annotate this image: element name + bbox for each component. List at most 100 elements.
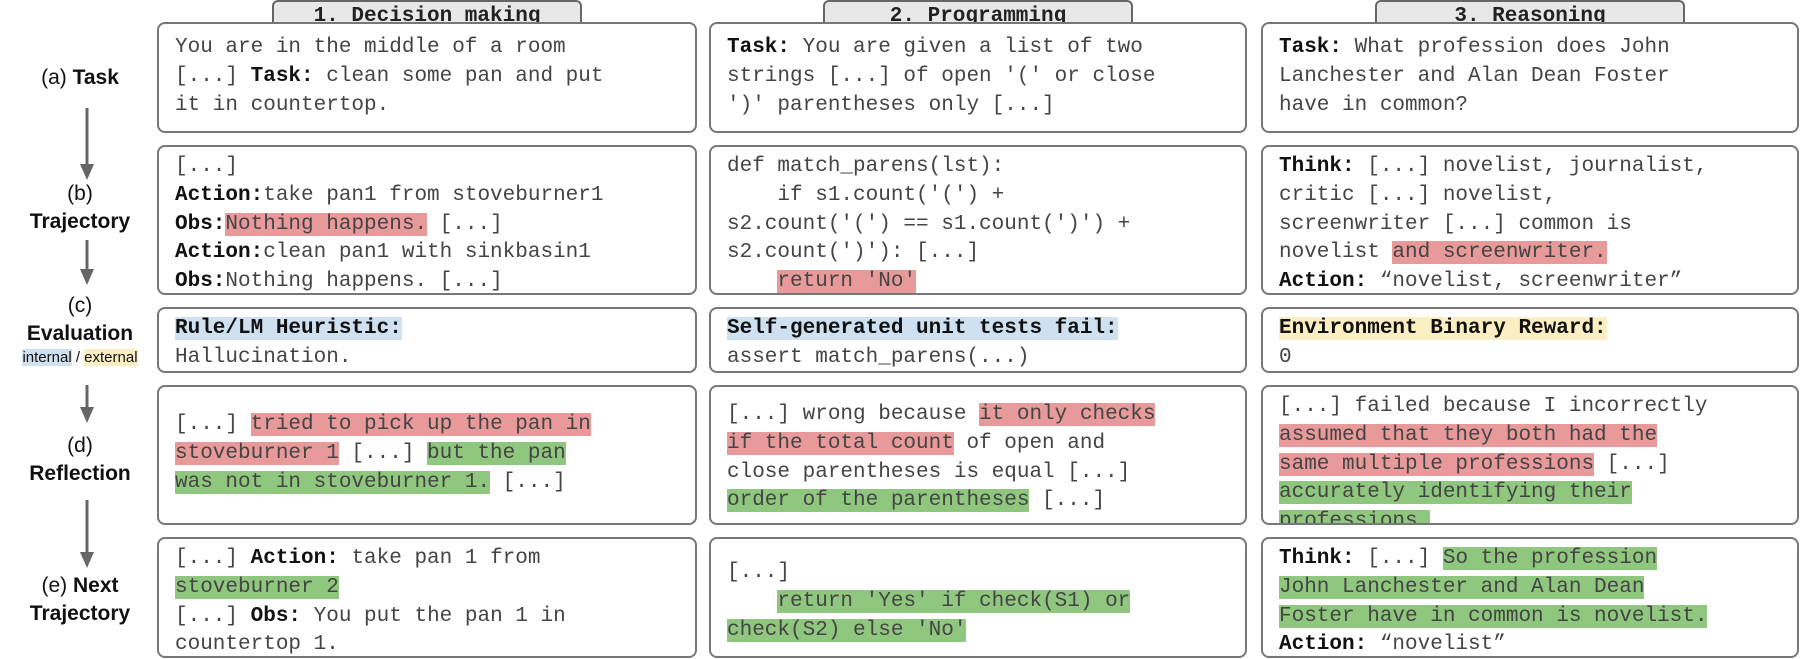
task-box-decision-making: You are in the middle of a room [...] Ta… [157,22,697,133]
error-highlight: it only checks [979,403,1156,426]
arrow-evaluation-to-reflection [80,385,94,423]
task-box-reasoning: Task: What profession does John Lanchest… [1261,22,1799,133]
trajectory-text: “novelist, screenwriter” [1367,270,1683,294]
reflection-text: [...] [1594,452,1670,476]
task-keyword: Task: [1279,36,1343,59]
trajectory-text: Nothing happens. [...] [225,270,503,294]
error-highlight: if the total count [727,431,954,455]
row-label-reflection: (d) Reflection [0,432,160,488]
next-box-reasoning: Think: [...] So the profession John Lanc… [1261,537,1799,658]
row-label-evaluation-name: Evaluation [26,322,134,345]
row-label-trajectory-name: Trajectory [29,210,131,233]
obs-keyword: Obs: [250,604,302,628]
row-label-trajectory: (b) Trajectory [0,180,160,236]
fix-highlight: Foster have in common is novelist. [1279,604,1708,628]
row-label-next-name-2: Trajectory [29,602,131,625]
row-label-trajectory-prefix: (b) [67,182,93,205]
trajectory-text: critic [...] novelist, [1279,183,1557,207]
action-keyword: Action: [250,547,339,570]
fix-highlight: order of the parentheses [727,489,1030,513]
trajectory-box-decision-making: [...] Action:take pan1 from stoveburner1… [157,145,697,295]
next-text: [...] [1354,547,1443,570]
fix-highlight: but the pan [427,441,566,465]
internal-legend: internal [22,349,72,366]
error-highlight: Nothing happens. [225,212,428,236]
arrow-task-to-trajectory [80,108,94,180]
row-label-task-prefix: (a) [41,66,73,89]
next-text: [...] [175,547,251,570]
next-text: You put the pan 1 in [301,604,566,628]
task-keyword: Task: [727,36,791,59]
code-line: [...] [727,561,791,584]
fix-highlight: stoveburner 2 [175,575,339,599]
row-label-evaluation-prefix: (c) [67,294,93,317]
evaluation-value: Hallucination. [175,345,352,369]
fix-highlight: was not in stoveburner 1. [175,470,491,494]
action-keyword: Action: [175,183,264,207]
legend-separator: / [71,349,85,366]
fix-highlight: John Lanchester and Alan Dean [1279,575,1645,599]
trajectory-text: clean pan1 with sinkbasin1 [263,241,591,265]
trajectory-text: screenwriter [...] common is [1279,212,1632,236]
reflection-text: [...] [490,470,566,494]
evaluation-box-programming: Self-generated unit tests fail: assert m… [709,307,1247,373]
row-label-next-trajectory: (e) Next Trajectory [0,572,160,628]
row-label-reflection-name: Reflection [29,462,131,485]
error-highlight: stoveburner 1 [175,441,339,465]
reflection-text: [...] [338,441,428,465]
obs-keyword: Obs: [175,270,226,294]
fix-highlight: return 'Yes' if check(S1) or [777,589,1131,613]
error-highlight: return 'No' [777,270,917,294]
trajectory-text: [...] novelist, journalist, [1354,155,1708,178]
next-text: [...] [175,604,251,628]
task-text: Lanchester and Alan Dean Foster [1279,64,1670,88]
fix-highlight: accurately identifying their [1279,481,1632,505]
task-keyword: Task: [250,64,314,88]
arrow-trajectory-to-evaluation [80,240,94,285]
next-text: countertop 1. [175,633,339,657]
reflection-text: [...] [175,413,251,436]
task-box-programming: Task: You are given a list of two string… [709,22,1247,133]
evaluation-box-reasoning: Environment Binary Reward: 0 [1261,307,1799,373]
code-line: def match_parens(lst): [727,155,1005,178]
error-highlight: tried to pick up the pan in [250,413,591,436]
action-keyword: Action: [1279,270,1368,294]
row-label-task-name: Task [72,66,119,89]
reflection-box-reasoning: [...] failed because I incorrectly assum… [1261,385,1799,525]
error-highlight: and screenwriter. [1392,241,1607,265]
fix-highlight: professions. [1279,510,1431,523]
trajectory-box-reasoning: Think: [...] novelist, journalist, criti… [1261,145,1799,295]
trajectory-text: [...] [427,212,503,236]
reflection-text: of open and [953,431,1106,455]
task-text: What profession does John [1342,36,1670,59]
row-label-next-name-1: Next [72,574,119,597]
task-text: have in common? [1279,93,1469,117]
code-indent [727,270,777,293]
trajectory-text: novelist [1279,241,1393,265]
reflection-text: [...] wrong because [727,403,980,426]
action-keyword: Action: [1279,633,1368,657]
fix-highlight: check(S2) else 'No' [727,618,967,642]
action-keyword: Action: [175,241,264,265]
error-highlight: assumed that they both had the [1279,423,1658,447]
task-text: [...] [175,64,251,88]
trajectory-box-programming: def match_parens(lst): if s1.count('(') … [709,145,1247,295]
code-line: if s1.count('(') + [727,183,1005,207]
row-label-evaluation: (c) Evaluation internal / external [0,292,160,368]
external-evaluation-label: Environment Binary Reward: [1279,317,1607,340]
task-text: strings [...] of open '(' or close [727,64,1156,88]
internal-evaluation-label: Self-generated unit tests fail: [727,317,1118,340]
fix-highlight: So the profession [1442,547,1658,570]
external-legend: external [84,349,138,366]
reflection-text: [...] [1029,489,1106,513]
task-text: ')' parentheses only [...] [727,93,1055,117]
code-indent [727,590,777,613]
trajectory-text: [...] [175,155,239,178]
reflection-box-decision-making: [...] tried to pick up the pan in stoveb… [157,385,697,525]
think-keyword: Think: [1279,547,1355,570]
evaluation-box-decision-making: Rule/LM Heuristic: Hallucination. [157,307,697,373]
row-label-next-prefix: (e) [41,574,73,597]
next-box-decision-making: [...] Action: take pan 1 from stoveburne… [157,537,697,658]
obs-keyword: Obs: [175,212,226,236]
error-highlight: same multiple professions [1279,452,1595,476]
